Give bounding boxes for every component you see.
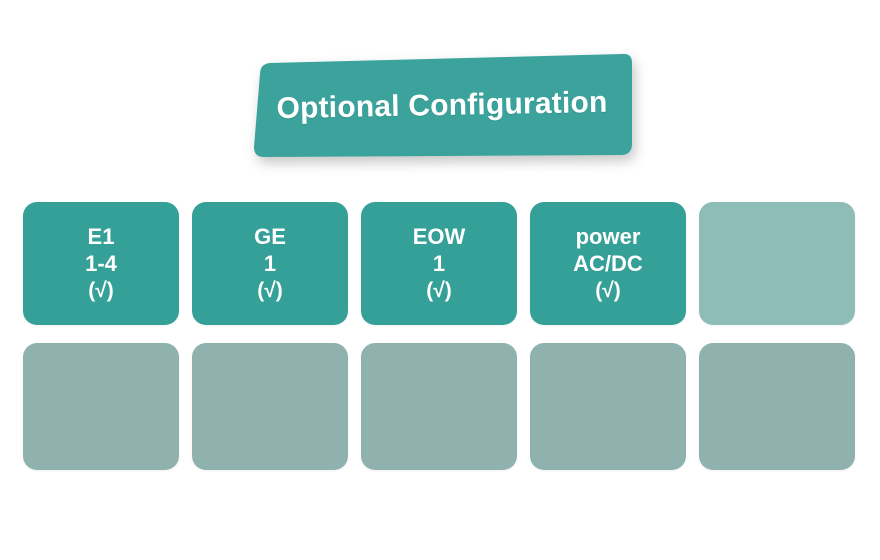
card-empty-r2c5[interactable] <box>699 343 855 470</box>
card-line-title: power <box>575 223 641 249</box>
card-empty-r2c1[interactable] <box>23 343 179 470</box>
card-empty-r1c5[interactable] <box>699 202 855 325</box>
card-empty-r2c2[interactable] <box>192 343 348 470</box>
card-line-check: (√) <box>257 278 283 302</box>
card-line-value: 1-4 <box>85 250 117 276</box>
banner-shape <box>250 52 634 160</box>
card-e1[interactable]: E1 1-4 (√) <box>23 202 179 325</box>
card-line-title: E1 <box>87 223 115 249</box>
card-power[interactable]: power AC/DC (√) <box>530 202 686 325</box>
card-eow[interactable]: EOW 1 (√) <box>361 202 517 325</box>
card-grid: E1 1-4 (√) GE 1 (√) EOW 1 (√) power AC/D… <box>23 202 857 470</box>
card-empty-r2c3[interactable] <box>361 343 517 470</box>
card-line-value: 1 <box>432 250 446 276</box>
card-row-1: E1 1-4 (√) GE 1 (√) EOW 1 (√) power AC/D… <box>23 202 857 325</box>
card-line-value: 1 <box>263 250 277 276</box>
card-ge[interactable]: GE 1 (√) <box>192 202 348 325</box>
card-line-check: (√) <box>426 278 452 302</box>
title-banner: Optional Configuration <box>250 52 634 160</box>
card-line-check: (√) <box>88 278 114 302</box>
card-line-title: GE <box>254 223 286 249</box>
card-line-check: (√) <box>595 278 621 302</box>
card-line-value: AC/DC <box>573 250 643 276</box>
card-line-title: EOW <box>412 223 466 249</box>
card-row-2 <box>23 343 857 470</box>
card-empty-r2c4[interactable] <box>530 343 686 470</box>
